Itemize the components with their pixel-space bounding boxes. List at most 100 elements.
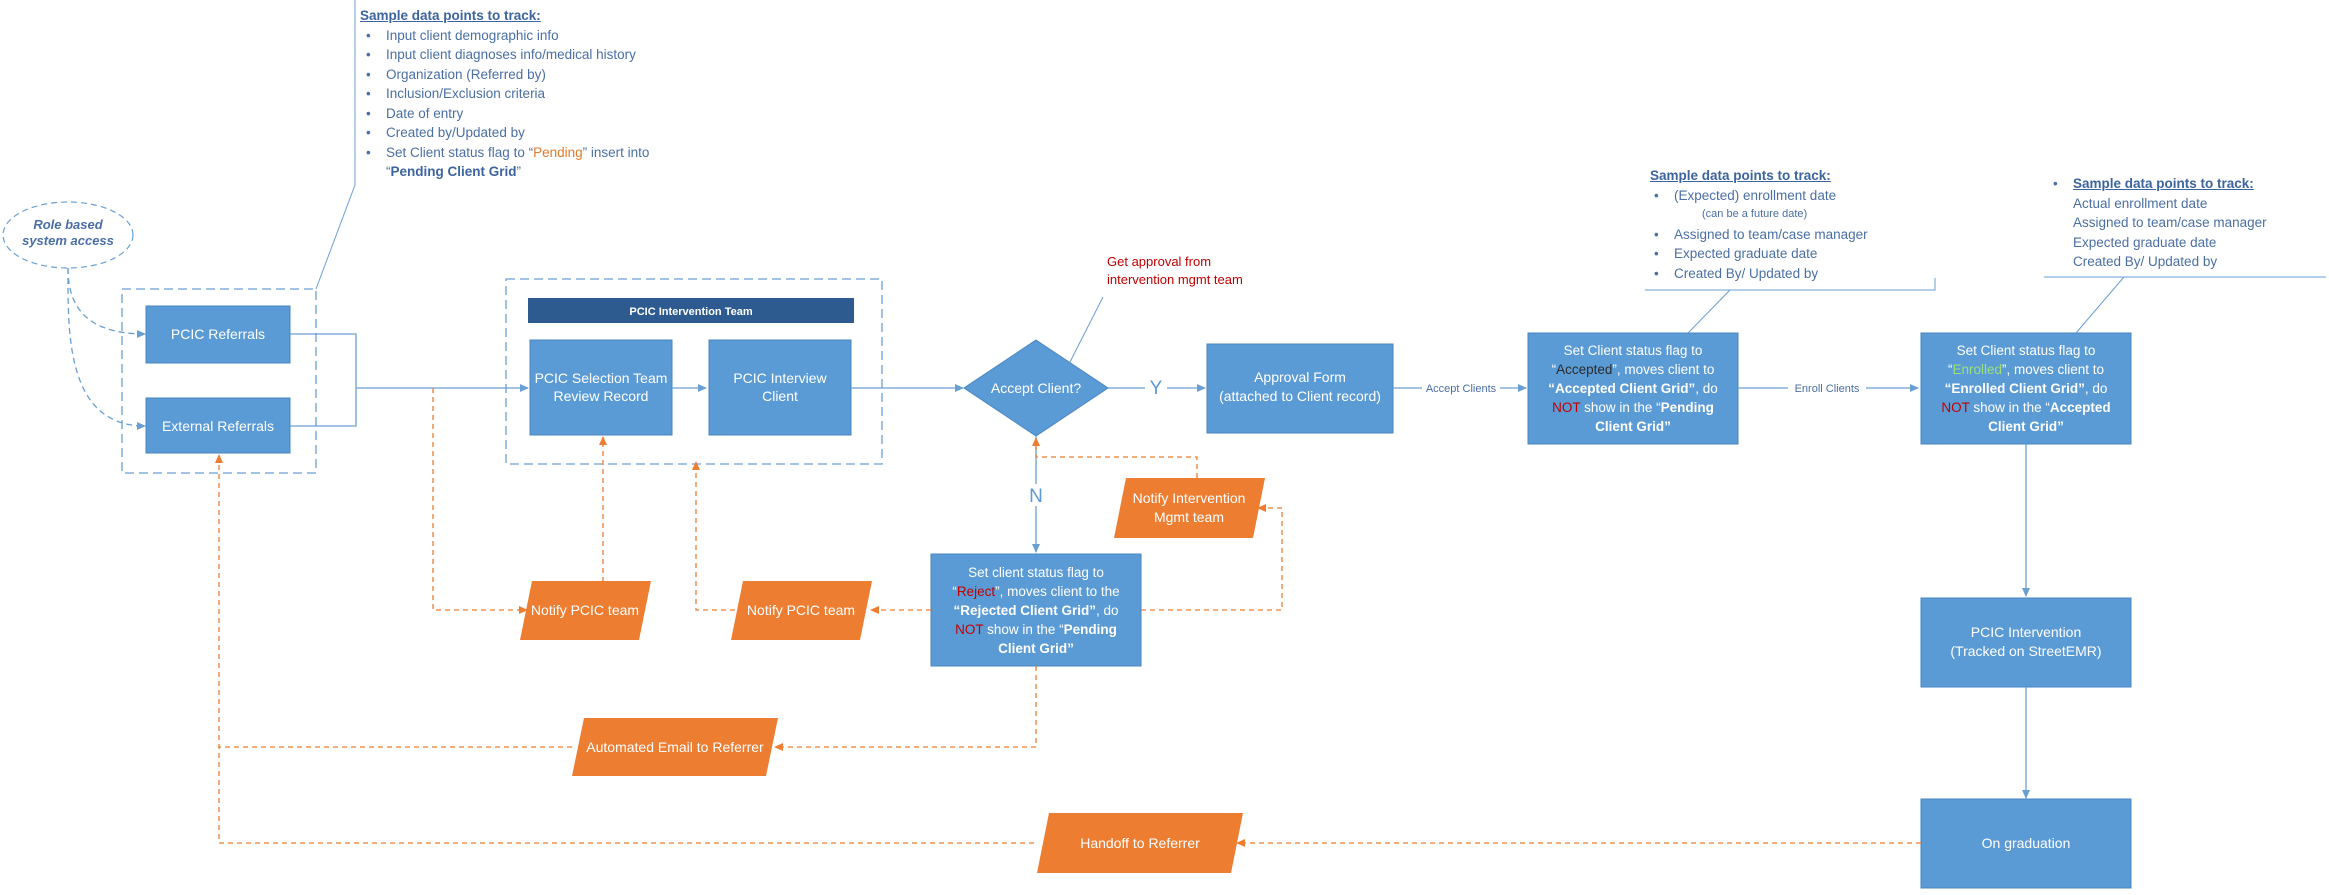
reject-l3: “Rejected Client Grid”, do [953, 603, 1118, 618]
note-enrolled-title-item: Sample data points to track: [2053, 174, 2317, 194]
interview-box [708, 339, 852, 436]
role-connector-pcic [67, 267, 146, 338]
list-item: (Expected) enrollment date [1654, 186, 1940, 206]
list-item: Expected graduate date [2073, 234, 2217, 250]
list-item: Organization (Referred by) [366, 65, 690, 85]
notify-pcic-1-shape [520, 581, 651, 640]
list-item: Assigned to team/case manager [1654, 225, 1940, 245]
enrolled-l2: “Enrolled”, moves client to [1948, 362, 2104, 377]
graduation-label: On graduation [1982, 835, 2071, 851]
note-enrolled-list: Sample data points to track: Actual enro… [2047, 174, 2317, 272]
pcic-referrals-label: PCIC Referrals [171, 326, 265, 342]
role-access-line2: system access [22, 233, 114, 248]
intervention-box [1920, 597, 2132, 688]
enroll-clients-label: Enroll Clients [1795, 383, 1860, 395]
enrolled-l5: Client Grid” [1988, 419, 2064, 434]
notify-mgmt-line2: Mgmt team [1154, 509, 1224, 525]
notify-mgmt-shape [1114, 478, 1265, 538]
notify-pcic-2-shape [731, 581, 872, 640]
graduation-box [1920, 798, 2132, 889]
notify-pcic-1-label: Notify PCIC team [531, 602, 639, 618]
notify2-to-interview-connector [692, 461, 798, 611]
accept-client-label: Accept Client? [991, 380, 1081, 396]
list-item: Input client demographic info [366, 26, 690, 46]
note-accepted-title: Sample data points to track: [1650, 168, 1831, 183]
note-accepted: Sample data points to track: (Expected) … [1650, 166, 1940, 283]
list-item: Expected graduate date [1654, 244, 1940, 264]
accepted-l5: Client Grid” [1595, 419, 1671, 434]
note-accepted-list: (Expected) enrollment date (can be a fut… [1650, 186, 1940, 284]
accepted-l4: NOT show in the “Pending [1552, 400, 1714, 415]
auto-email-label: Automated Email to Referrer [586, 739, 764, 755]
team-header-label: PCIC Intervention Team [629, 306, 752, 318]
referrals-group [121, 288, 317, 474]
list-item: Created by/Updated by [366, 123, 690, 143]
note-enrolled-callout [2075, 276, 2125, 334]
list-item: Actual enrollment date [2073, 195, 2208, 211]
reject-l4: NOT show in the “Pending [955, 622, 1117, 637]
approval-form-line1: Approval Form [1254, 369, 1346, 385]
reject-l1: Set client status flag to [968, 565, 1104, 580]
approval-form-box [1206, 343, 1394, 434]
reject-l2: “Reject”, moves client to the [952, 584, 1119, 599]
interview-line2: Client [762, 388, 798, 404]
external-referrals-box [145, 397, 291, 454]
team-header-bar [528, 298, 854, 323]
enrolled-l3: “Enrolled Client Grid”, do [1945, 381, 2108, 396]
list-item: Assigned to team/case manager [2073, 215, 2267, 230]
note-top-callout [315, 184, 356, 290]
reject-l5: Client Grid” [998, 641, 1074, 656]
list-item: Date of entry [366, 104, 690, 124]
reject-to-email-connector [774, 666, 1037, 751]
notify-mgmt-to-diamond-connector [1032, 437, 1198, 478]
interview-line1: PCIC Interview [733, 370, 827, 386]
role-connector-external [67, 267, 146, 430]
note-top: Sample data points to track: Input clien… [360, 6, 690, 182]
handoff-shape [1037, 813, 1243, 873]
accepted-l2: “Accepted”, moves client to [1552, 362, 1715, 377]
merge-connector [290, 333, 528, 427]
auto-email-shape [572, 718, 778, 776]
no-label: N [1029, 486, 1043, 507]
notify-pcic-2-label: Notify PCIC team [747, 602, 855, 618]
email-to-referrals-connector [215, 454, 572, 748]
external-referrals-label: External Referrals [162, 418, 274, 434]
accepted-l3: “Accepted Client Grid”, do [1548, 381, 1718, 396]
approval-form-line2: (attached to Client record) [1219, 388, 1381, 404]
selection-team-line2: Review Record [554, 388, 649, 404]
note-top-title: Sample data points to track: [360, 8, 541, 23]
selection-team-box [529, 339, 673, 436]
note-top-list: Input client demographic info Input clie… [360, 26, 690, 182]
accepted-l1: Set Client status flag to [1564, 343, 1703, 358]
reject-status-box [930, 553, 1142, 667]
enrolled-l4: NOT show in the “Accepted [1941, 400, 2110, 415]
approval-note-line2: intervention mgmt team [1107, 272, 1243, 287]
list-item: Created By/ Updated by [1654, 264, 1940, 284]
pcic-referrals-box [145, 305, 291, 364]
handoff-to-referrals-connector [218, 747, 1034, 844]
intervention-line1: PCIC Intervention [1971, 624, 2082, 640]
selection-team-line1: PCIC Selection Team [535, 370, 668, 386]
role-access-ellipse [2, 201, 134, 269]
note-enrolled: Sample data points to track: Actual enro… [2047, 174, 2317, 272]
role-access-line1: Role based [33, 217, 103, 232]
approval-note-line1: Get approval from [1107, 254, 1211, 269]
enrolled-status-box [1920, 332, 2132, 445]
reject-to-notify-mgmt-connector [1141, 504, 1283, 611]
list-item: “Pending Client Grid” [386, 164, 522, 179]
approval-note-callout [1069, 296, 1104, 363]
handoff-label: Handoff to Referrer [1080, 835, 1200, 851]
merge-to-notify1-connector [432, 388, 528, 614]
note-accepted-callout [1687, 289, 1731, 334]
list-item: Created By/ Updated by [2073, 254, 2218, 269]
notify-mgmt-line1: Notify Intervention [1133, 490, 1246, 506]
list-item: Inclusion/Exclusion criteria [366, 84, 690, 104]
list-item: Input client diagnoses info/medical hist… [366, 45, 690, 65]
accepted-status-box [1527, 332, 1739, 445]
yes-label: Y [1150, 378, 1163, 399]
accept-clients-label: Accept Clients [1426, 383, 1497, 395]
intervention-line2: (Tracked on StreetEMR) [1950, 643, 2101, 659]
list-item: Set Client status flag to “Pending” inse… [366, 143, 690, 163]
list-item-note: (can be a future date) [1702, 208, 1808, 220]
